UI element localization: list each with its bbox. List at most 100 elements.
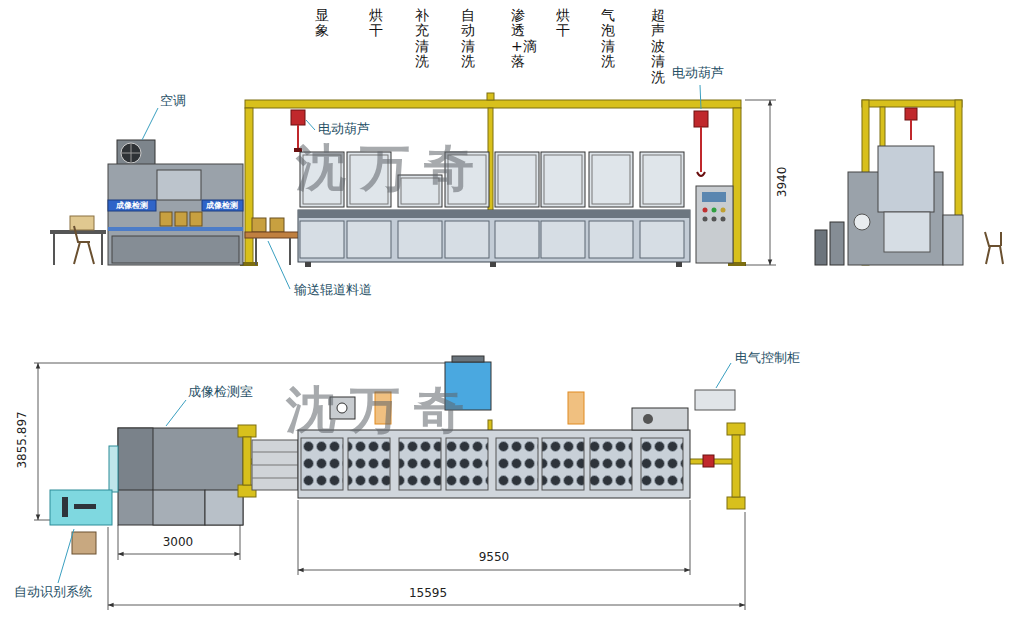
electric-hoist xyxy=(291,110,305,125)
tank-line-front xyxy=(589,221,633,258)
tank-line-front xyxy=(643,155,681,204)
control-panel-front xyxy=(721,217,726,222)
tank-line-plan xyxy=(252,452,298,453)
dimension-line xyxy=(690,500,691,575)
imaging-room-plan xyxy=(153,490,205,525)
leader-line xyxy=(268,241,290,289)
auxiliary-units xyxy=(695,390,735,410)
auxiliary-units xyxy=(632,408,688,430)
imaging-room-plan xyxy=(118,428,243,525)
air-conditioner xyxy=(117,140,155,166)
imaging-room-plan xyxy=(118,428,153,490)
dimension-text: 15595 xyxy=(409,587,447,601)
gantry-crane xyxy=(733,108,741,265)
side-view xyxy=(985,232,1003,264)
auxiliary-units xyxy=(452,356,484,362)
watermark: 沈万奇 xyxy=(296,140,488,198)
control-panel-front xyxy=(696,186,733,263)
leader-line xyxy=(58,529,74,583)
tank-line-front xyxy=(298,210,690,262)
tank-line-plan xyxy=(252,440,298,490)
leader-line xyxy=(716,363,731,388)
tank-line-front xyxy=(495,152,539,207)
dimension-line xyxy=(34,363,445,364)
side-view xyxy=(943,215,963,265)
tank-line-plan xyxy=(301,438,343,490)
gantry-rail-plan xyxy=(243,437,251,485)
panel-label: 成像检测 xyxy=(206,200,238,211)
side-view xyxy=(905,108,917,120)
gantry-crane xyxy=(240,93,746,266)
callout-label: 电动葫芦 xyxy=(318,122,370,137)
tank-line-front xyxy=(676,262,682,267)
imaging-room-front xyxy=(157,170,201,200)
gantry-crane xyxy=(245,100,741,108)
control-panel-front xyxy=(703,208,708,213)
imaging-room-front xyxy=(108,200,156,211)
tank-line-front xyxy=(305,262,311,267)
roller-conveyor xyxy=(255,238,257,265)
dimension-line xyxy=(745,512,746,610)
roller-conveyor xyxy=(270,218,284,232)
tank-line-front xyxy=(398,221,442,258)
tank-line-front xyxy=(298,210,690,218)
imaging-room-front xyxy=(108,227,243,231)
imaging-room-front xyxy=(112,236,239,263)
control-panel-front xyxy=(721,208,726,213)
desk-and-chair xyxy=(101,234,103,265)
station-label: 烘干 xyxy=(556,8,570,39)
tank-line-front xyxy=(541,221,585,258)
control-panel-front xyxy=(703,217,708,222)
dimension-line xyxy=(298,570,690,571)
tank-line-plan xyxy=(298,430,690,498)
control-panel-front xyxy=(702,192,726,202)
tank-line-plan xyxy=(252,478,298,479)
tank-line-front xyxy=(490,262,496,267)
tank-line-plan xyxy=(348,438,390,490)
desk-and-chair xyxy=(50,230,106,234)
side-view xyxy=(815,230,827,265)
desk-and-chair xyxy=(50,216,106,265)
imaging-room-front xyxy=(202,200,243,211)
auto-id-station xyxy=(50,490,112,525)
dimension-line xyxy=(745,100,776,101)
air-conditioner xyxy=(121,143,141,163)
tank-line-plan xyxy=(496,438,538,490)
leader-line xyxy=(306,120,315,130)
imaging-room-plan xyxy=(109,428,243,525)
electric-hoist xyxy=(700,127,702,172)
side-view xyxy=(880,107,885,152)
callout-label: 电动葫芦 xyxy=(672,66,724,81)
tank-line-front xyxy=(300,221,344,258)
station-label: 气泡清洗 xyxy=(601,8,615,70)
leader-line xyxy=(58,363,731,583)
auto-id-station xyxy=(62,497,68,517)
tank-line-plan xyxy=(252,465,298,466)
tank-line-plan xyxy=(399,438,441,490)
control-panel-front xyxy=(696,186,733,263)
callout-label: 输送辊道料道 xyxy=(294,283,372,298)
dimension-line xyxy=(34,363,745,610)
station-label: 显象 xyxy=(315,8,329,39)
roller-conveyor xyxy=(289,238,291,265)
electric-hoist xyxy=(697,172,705,176)
tank-line-front xyxy=(445,221,489,258)
gantry-rail-plan xyxy=(727,423,745,435)
side-view xyxy=(884,212,930,252)
dimension-line xyxy=(298,500,299,575)
gantry-rail-plan xyxy=(727,497,745,509)
tank-line-plan xyxy=(446,438,488,490)
watermark: 沈万奇 xyxy=(286,382,478,440)
callout-label: 自动识别系统 xyxy=(14,585,92,600)
tank-line-front xyxy=(592,155,630,204)
tank-line-front xyxy=(640,152,684,207)
side-view xyxy=(830,222,844,265)
station-label: 烘干 xyxy=(369,8,383,39)
tank-line-front xyxy=(640,221,684,258)
tank-line-front xyxy=(347,221,391,258)
dimension-line xyxy=(108,527,109,610)
imaging-room-front xyxy=(190,212,202,226)
tank-line-plan xyxy=(590,438,632,490)
dimension-line xyxy=(118,525,119,560)
